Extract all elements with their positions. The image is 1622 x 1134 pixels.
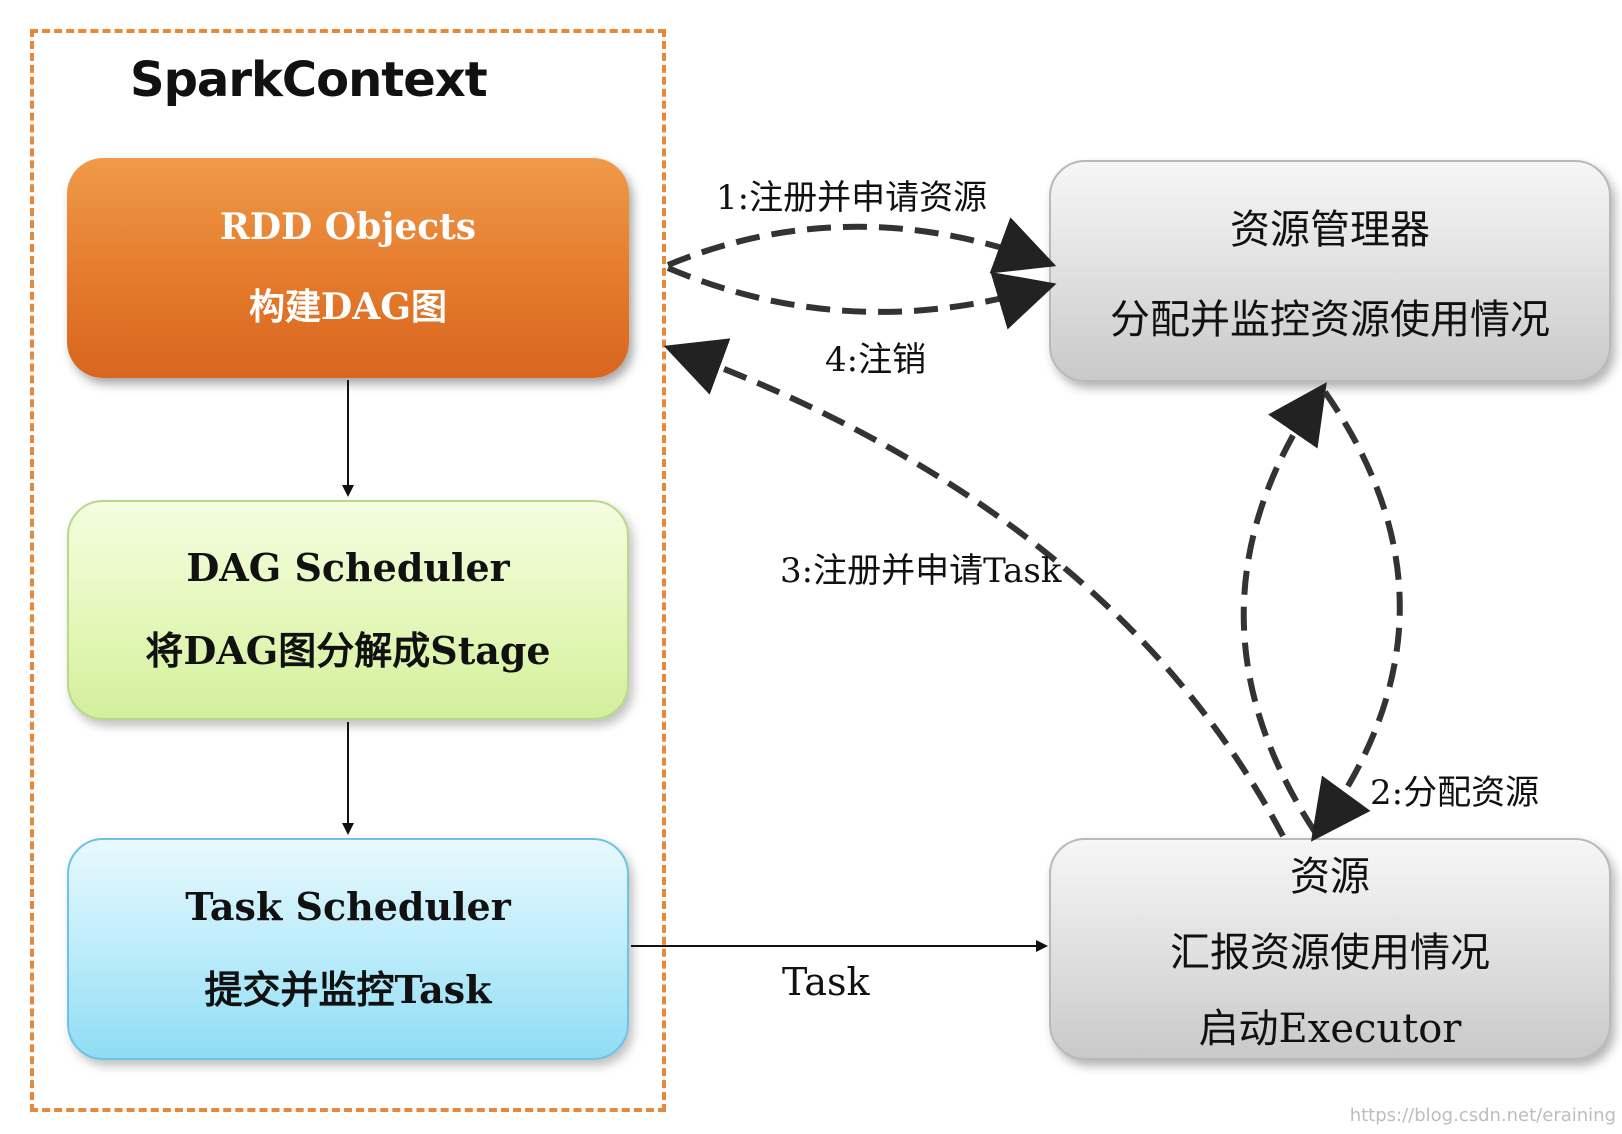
label-register-request-task: 3:注册并申请Task bbox=[780, 551, 1062, 591]
label-allocate-resources: 2:分配资源 bbox=[1370, 773, 1540, 813]
rdd-objects-node: RDD Objects 构建DAG图 bbox=[67, 158, 629, 378]
arrow-allocate-down bbox=[1310, 390, 1403, 842]
resource-node: 资源 汇报资源使用情况 启动Executor bbox=[1049, 838, 1611, 1060]
resource-desc-executor: 启动Executor bbox=[1198, 1006, 1462, 1052]
resource-manager-title: 资源管理器 bbox=[1230, 207, 1430, 253]
dag-scheduler-node: DAG Scheduler 将DAG图分解成Stage bbox=[67, 500, 629, 720]
resource-manager-desc: 分配并监控资源使用情况 bbox=[1110, 297, 1550, 343]
resource-title: 资源 bbox=[1290, 854, 1370, 900]
spark-context-boundary bbox=[30, 29, 666, 1112]
resource-manager-node: 资源管理器 分配并监控资源使用情况 bbox=[1049, 160, 1611, 382]
dag-scheduler-desc: 将DAG图分解成Stage bbox=[145, 628, 551, 673]
rdd-objects-desc: 构建DAG图 bbox=[249, 286, 447, 328]
watermark: https://blog.csdn.net/eraining bbox=[1349, 1105, 1616, 1126]
task-scheduler-node: Task Scheduler 提交并监控Task bbox=[67, 838, 629, 1060]
arrow-register-lower bbox=[666, 265, 1057, 330]
arrow-allocate-up bbox=[1240, 382, 1327, 834]
spark-context-title: SparkContext bbox=[130, 52, 488, 108]
dag-scheduler-title: DAG Scheduler bbox=[186, 545, 510, 590]
task-scheduler-title: Task Scheduler bbox=[185, 884, 511, 929]
resource-desc-report: 汇报资源使用情况 bbox=[1170, 930, 1490, 976]
label-logout: 4:注销 bbox=[825, 340, 927, 380]
label-task: Task bbox=[782, 960, 870, 1004]
rdd-objects-title: RDD Objects bbox=[219, 206, 477, 248]
task-scheduler-desc: 提交并监控Task bbox=[204, 967, 492, 1012]
label-register-request-resources: 1:注册并申请资源 bbox=[716, 178, 988, 218]
arrow-register-upper bbox=[666, 217, 1057, 274]
arrow-logout bbox=[663, 338, 1286, 838]
